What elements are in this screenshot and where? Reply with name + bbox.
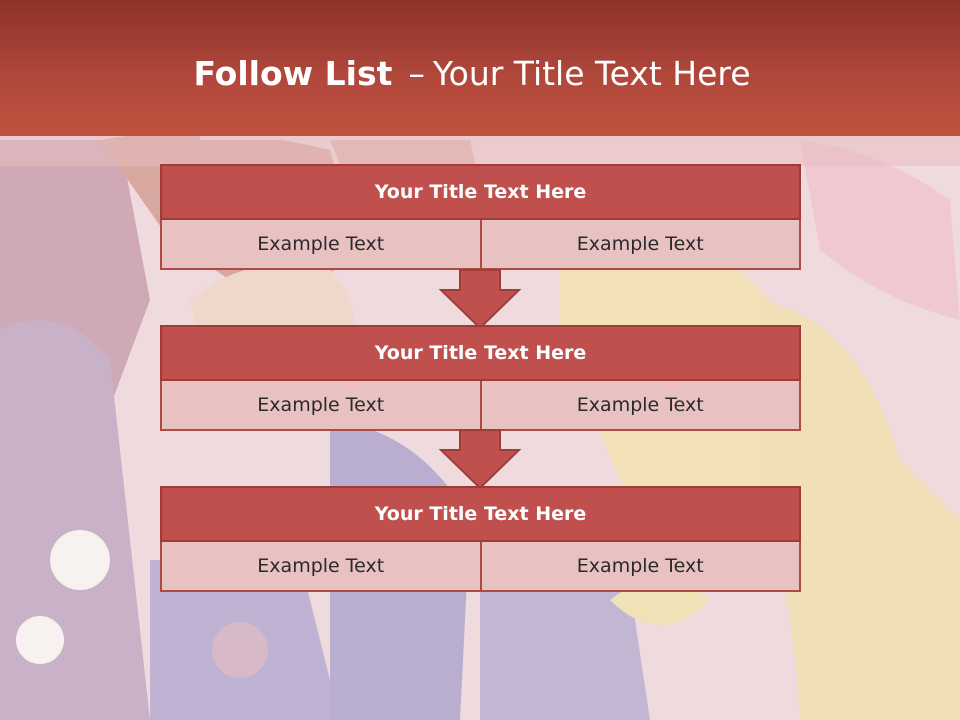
block-title: Your Title Text Here [160,486,801,542]
list-block-1: Your Title Text Here Example Text Exampl… [160,164,801,270]
slide-title-rest: Your Title Text Here [432,54,751,93]
down-arrow-icon [438,269,522,330]
slide-title-bold: Follow List [193,54,393,93]
header-band [0,136,960,166]
slide-title: Follow List–Your Title Text Here [0,54,944,93]
block-cell-right: Example Text [481,542,801,592]
block-cell-left: Example Text [160,220,482,270]
block-cells: Example Text Example Text [160,220,801,270]
block-cells: Example Text Example Text [160,542,801,592]
block-cells: Example Text Example Text [160,381,801,431]
slide-title-dash: – [408,54,425,93]
block-title: Your Title Text Here [160,325,801,381]
slide-header [0,0,960,136]
list-block-2: Your Title Text Here Example Text Exampl… [160,325,801,431]
block-title: Your Title Text Here [160,164,801,220]
list-block-3: Your Title Text Here Example Text Exampl… [160,486,801,592]
block-cell-left: Example Text [160,381,482,431]
block-cell-right: Example Text [481,381,801,431]
block-cell-right: Example Text [481,220,801,270]
down-arrow-icon [438,429,522,490]
block-cell-left: Example Text [160,542,482,592]
